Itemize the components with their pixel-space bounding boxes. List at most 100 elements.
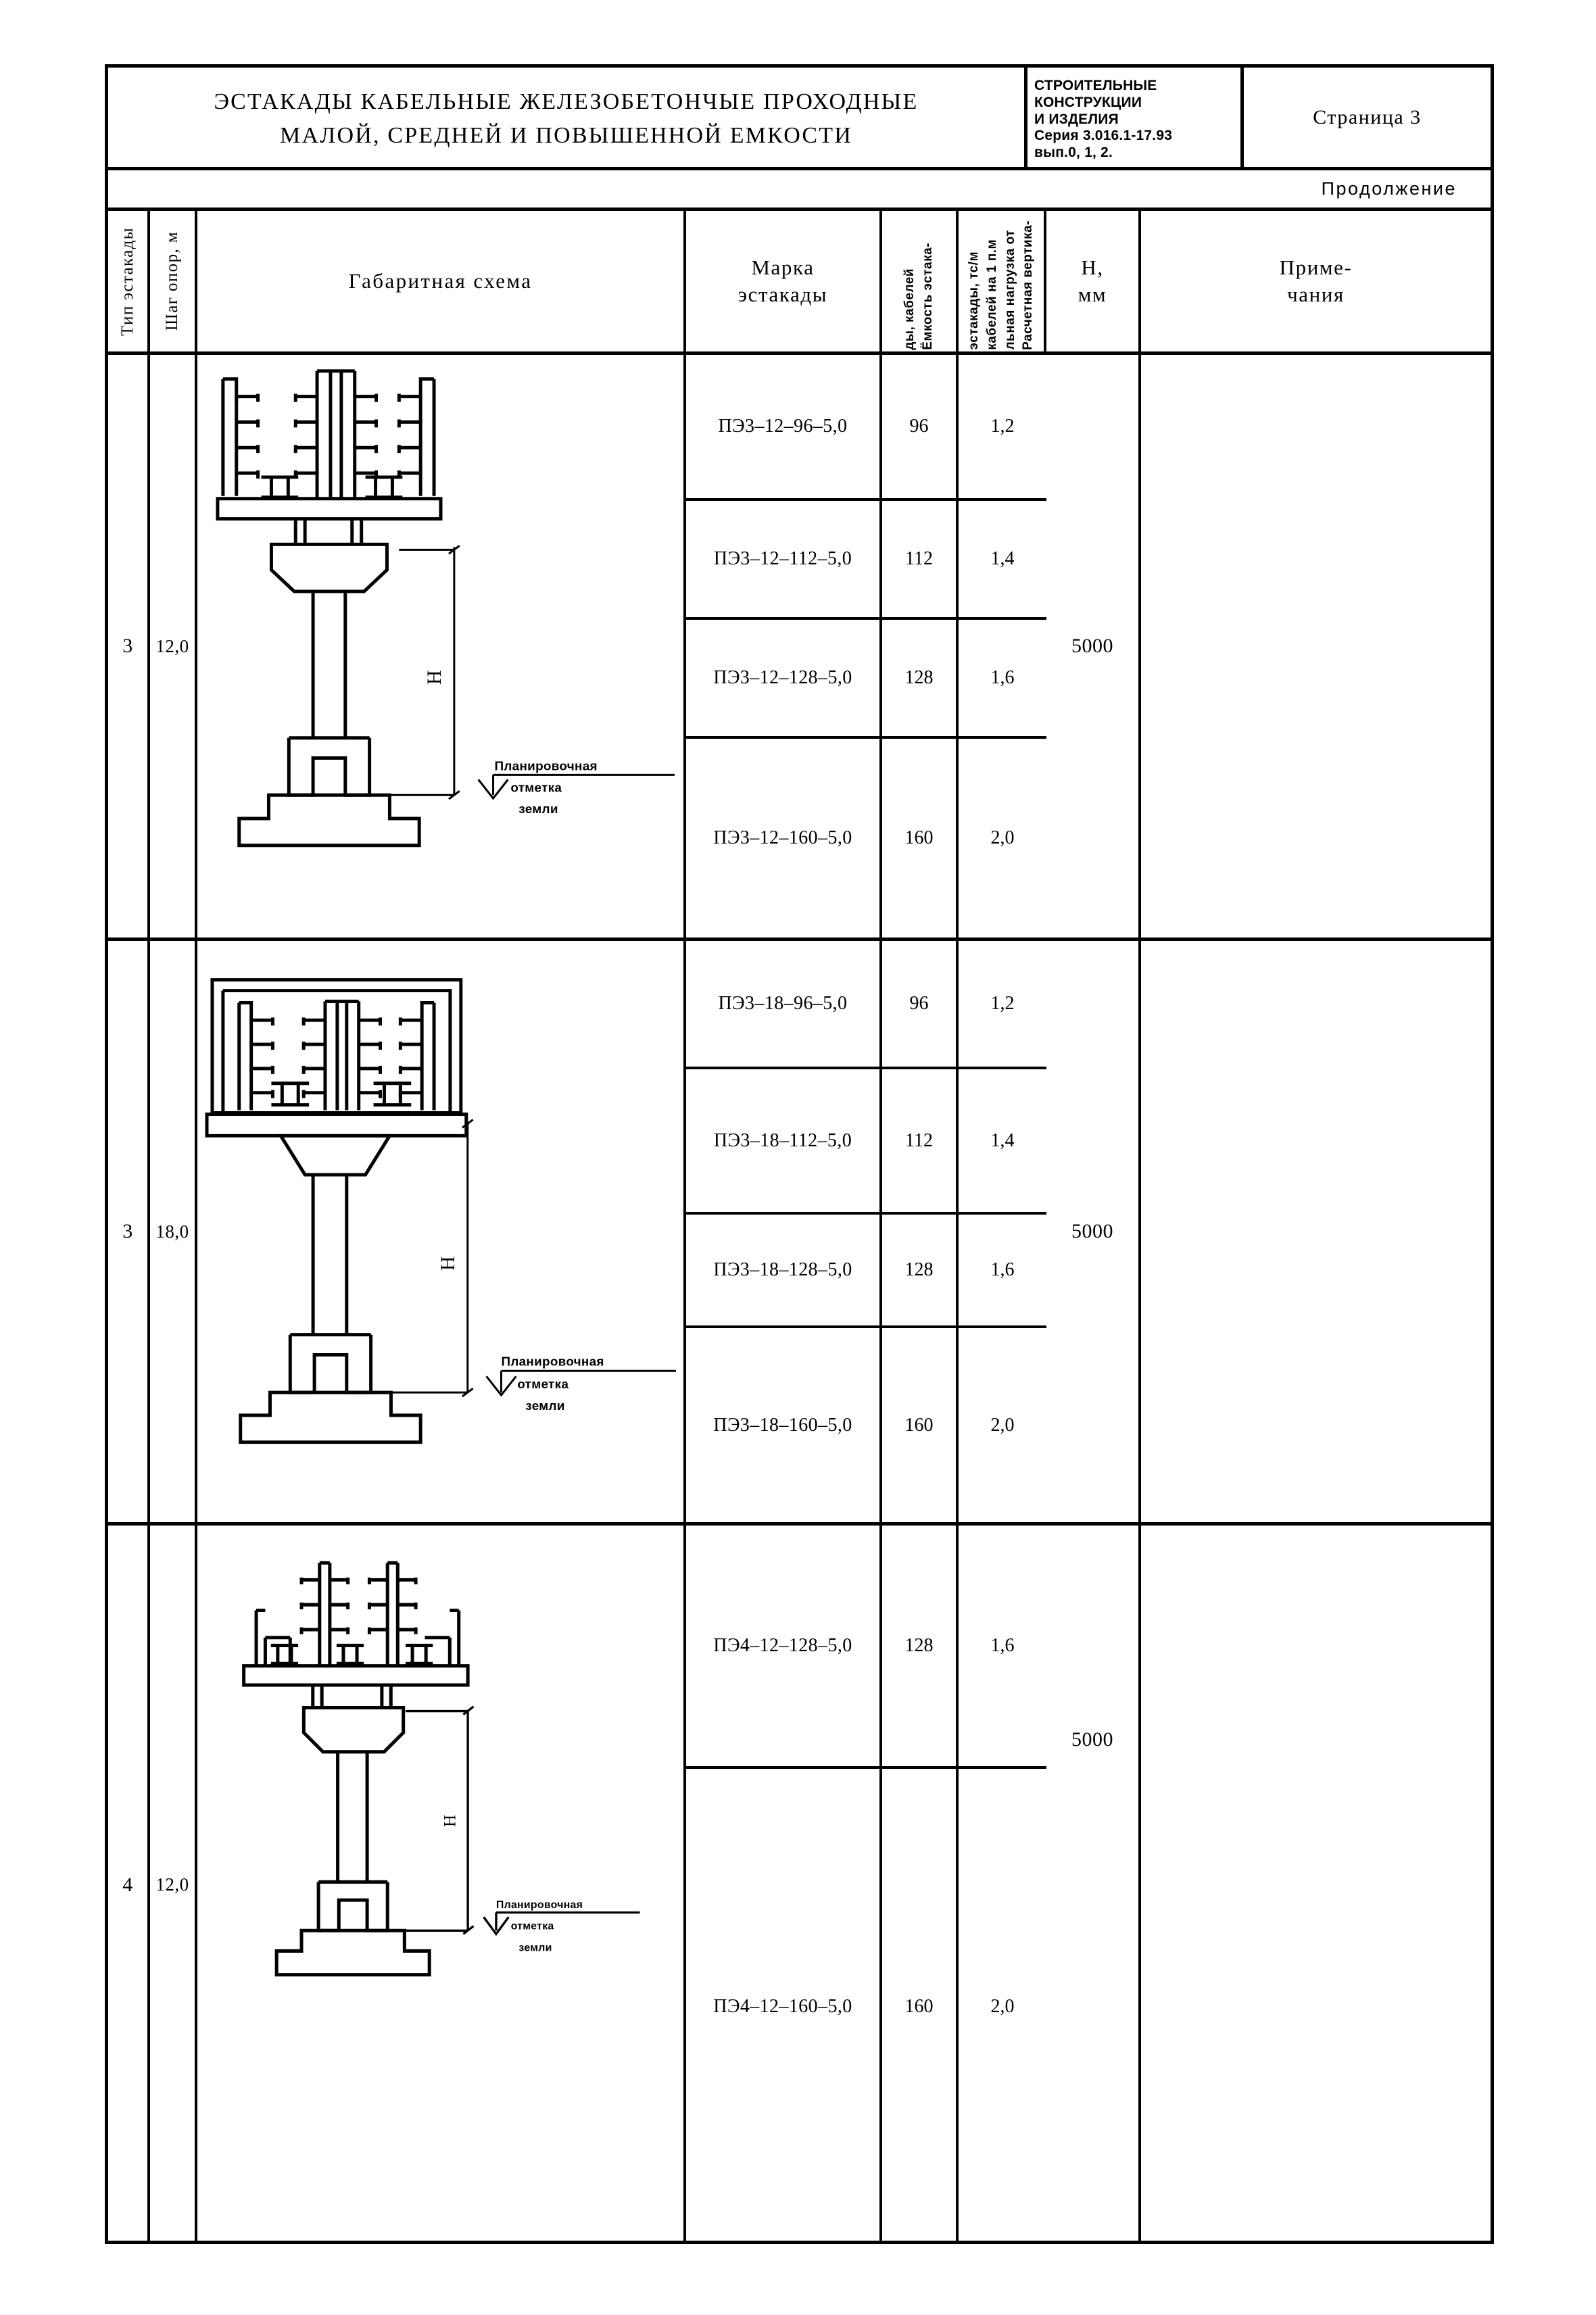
cell-type: 3: [108, 941, 150, 1522]
cell-type: 3: [108, 355, 150, 937]
cell-load: 1,6: [959, 620, 1046, 736]
specification-table: Тип эстакады Шаг опор, м Габаритная схем…: [108, 211, 1491, 2244]
cell-type-value: 4: [122, 1873, 133, 1896]
column-header-notes-line-1: Приме-: [1279, 255, 1353, 279]
group-subrows: ПЭ4–12–128–5,0 128 1,6 ПЭ4–12–160–5,0 16…: [686, 1526, 1046, 2244]
cell-load-value: 1,2: [990, 416, 1015, 437]
ground-level-label-line-3: земли: [518, 1942, 552, 1953]
cell-load-value: 1,6: [990, 1259, 1015, 1280]
gantry-section-drawing-type3-12: Н Планировочная отметка земли: [216, 369, 675, 848]
cell-capacity-value: 96: [909, 993, 929, 1014]
group-subrows: ПЭ3–12–96–5,0 96 1,2 ПЭ3–12–112–5,0 112 …: [686, 355, 1046, 937]
cell-h-value: 5000: [1071, 635, 1113, 657]
cell-mark: ПЭ3–12–160–5,0: [686, 739, 882, 937]
table-group-row: 3 12,0: [108, 355, 1491, 941]
cell-load-value: 1,4: [990, 548, 1015, 569]
cell-load: 1,6: [959, 1215, 1046, 1325]
cell-step: 12,0: [150, 1526, 197, 2244]
cell-step: 18,0: [150, 941, 197, 1522]
column-header-h-line-1: Н,: [1081, 255, 1104, 279]
cell-mark-value: ПЭ3–18–128–5,0: [713, 1259, 852, 1280]
cell-h: 5000: [1046, 1526, 1141, 2244]
column-header-mark: Марка эстакады: [686, 211, 882, 351]
document-title: ЭСТАКАДЫ КАБЕЛЬНЫЕ ЖЕЛЕЗОБЕТОНЧЫЕ ПРОХОД…: [108, 68, 1027, 167]
cell-notes: [1141, 941, 1491, 1522]
cell-mark: ПЭ4–12–128–5,0: [686, 1526, 882, 1766]
cell-step-value: 18,0: [155, 1221, 189, 1242]
cell-notes: [1141, 355, 1491, 937]
cell-mark-value: ПЭ3–18–96–5,0: [718, 993, 848, 1014]
cell-mark-value: ПЭ3–18–112–5,0: [713, 1129, 852, 1151]
cell-mark-value: ПЭ4–12–128–5,0: [713, 1635, 852, 1656]
cell-load-value: 2,0: [990, 1414, 1015, 1436]
cell-scheme-diagram: Н Планировочная отметка земли: [197, 1526, 686, 2244]
cell-capacity: 160: [882, 1328, 959, 1522]
cell-step: 12,0: [150, 355, 197, 937]
h-dimension-label: Н: [441, 1815, 460, 1827]
cell-capacity-value: 160: [904, 827, 934, 848]
ground-level-label-line-1: Планировочная: [496, 1899, 583, 1911]
gantry-section-drawing-type4-12: Н Планировочная отметка земли: [242, 1561, 640, 1977]
cell-capacity-value: 112: [905, 1129, 933, 1151]
cell-h: 5000: [1046, 941, 1141, 1522]
cell-mark: ПЭ3–18–112–5,0: [686, 1069, 882, 1212]
cell-capacity-value: 128: [904, 1635, 934, 1656]
column-header-load-line-1: Расчетная вертика-: [1021, 220, 1036, 350]
column-header-scheme: Габаритная схема: [197, 211, 686, 351]
cell-load-value: 1,6: [990, 667, 1015, 688]
table-row: ПЭ4–12–160–5,0 160 2,0: [686, 1769, 1046, 2244]
title-block: ЭСТАКАДЫ КАБЕЛЬНЫЕ ЖЕЛЕЗОБЕТОНЧЫЕ ПРОХОД…: [108, 68, 1491, 170]
title-line-1: ЭСТАКАДЫ КАБЕЛЬНЫЕ ЖЕЛЕЗОБЕТОНЧЫЕ ПРОХОД…: [214, 89, 919, 115]
table-row: ПЭ4–12–128–5,0 128 1,6: [686, 1526, 1046, 1769]
cell-capacity: 128: [882, 620, 959, 736]
cell-capacity: 128: [882, 1526, 959, 1766]
cell-h: 5000: [1046, 355, 1141, 937]
cell-mark-value: ПЭ3–12–160–5,0: [713, 827, 852, 848]
gantry-section-drawing-type3-18: Н Планировочная отметка земли: [205, 978, 676, 1444]
column-header-capacity-line-1: Ёмкость эстака-: [921, 243, 935, 350]
cell-mark: ПЭ3–18–160–5,0: [686, 1328, 882, 1522]
cell-step-value: 12,0: [155, 635, 189, 656]
ground-level-label-line-2: отметка: [511, 1921, 554, 1932]
cell-scheme-diagram: Н Планировочная отметка земли: [197, 941, 686, 1522]
cell-type: 4: [108, 1526, 150, 2244]
ground-level-label-line-2: отметка: [517, 1378, 569, 1392]
column-header-scheme-label: Габаритная схема: [348, 268, 533, 293]
column-header-type: Тип эстакады: [108, 211, 150, 351]
table-row: ПЭ3–18–112–5,0 112 1,4: [686, 1069, 1046, 1215]
cell-load: 2,0: [959, 1328, 1046, 1522]
cell-type-value: 3: [122, 1220, 133, 1242]
column-header-load-line-4: эстакады, тс/м: [967, 251, 981, 350]
cell-capacity: 96: [882, 355, 959, 498]
column-header-h: Н, мм: [1046, 211, 1141, 351]
column-header-load-line-3: кабелей на 1 п.м: [984, 239, 999, 350]
h-dimension-label: Н: [423, 670, 445, 685]
table-row: ПЭ3–12–112–5,0 112 1,4: [686, 501, 1046, 620]
series-line-2: КОНСТРУКЦИИ: [1034, 94, 1142, 110]
ground-level-label-line-2: отметка: [510, 781, 562, 795]
cell-type-value: 3: [122, 635, 133, 657]
cell-load: 1,2: [959, 941, 1046, 1067]
continuation-strip: Продолжение: [108, 170, 1491, 211]
table-row: ПЭ3–12–96–5,0 96 1,2: [686, 355, 1046, 501]
cell-step-value: 12,0: [155, 1874, 189, 1895]
table-group-row: 4 12,0: [108, 1526, 1491, 2244]
cell-h-value: 5000: [1071, 1220, 1113, 1242]
cell-mark: ПЭ3–12–96–5,0: [686, 355, 882, 498]
ground-level-label-line-1: Планировочная: [495, 759, 598, 773]
cell-capacity: 160: [882, 1769, 959, 2244]
cell-capacity: 160: [882, 739, 959, 937]
column-header-step-label: Шаг опор, м: [162, 231, 181, 331]
cell-load: 1,6: [959, 1526, 1046, 1766]
cell-capacity: 112: [882, 1069, 959, 1212]
cell-capacity-value: 160: [904, 1414, 934, 1436]
table-header-row: Тип эстакады Шаг опор, м Габаритная схем…: [108, 211, 1491, 355]
cell-mark-value: ПЭ3–12–128–5,0: [713, 667, 852, 688]
cell-load: 2,0: [959, 739, 1046, 937]
column-header-notes-line-2: чания: [1287, 283, 1345, 306]
table-row: ПЭ3–12–128–5,0 128 1,6: [686, 620, 1046, 739]
cell-mark-value: ПЭ4–12–160–5,0: [713, 1995, 852, 2017]
table-row: ПЭ3–18–128–5,0 128 1,6: [686, 1215, 1046, 1328]
cell-capacity: 112: [882, 501, 959, 617]
